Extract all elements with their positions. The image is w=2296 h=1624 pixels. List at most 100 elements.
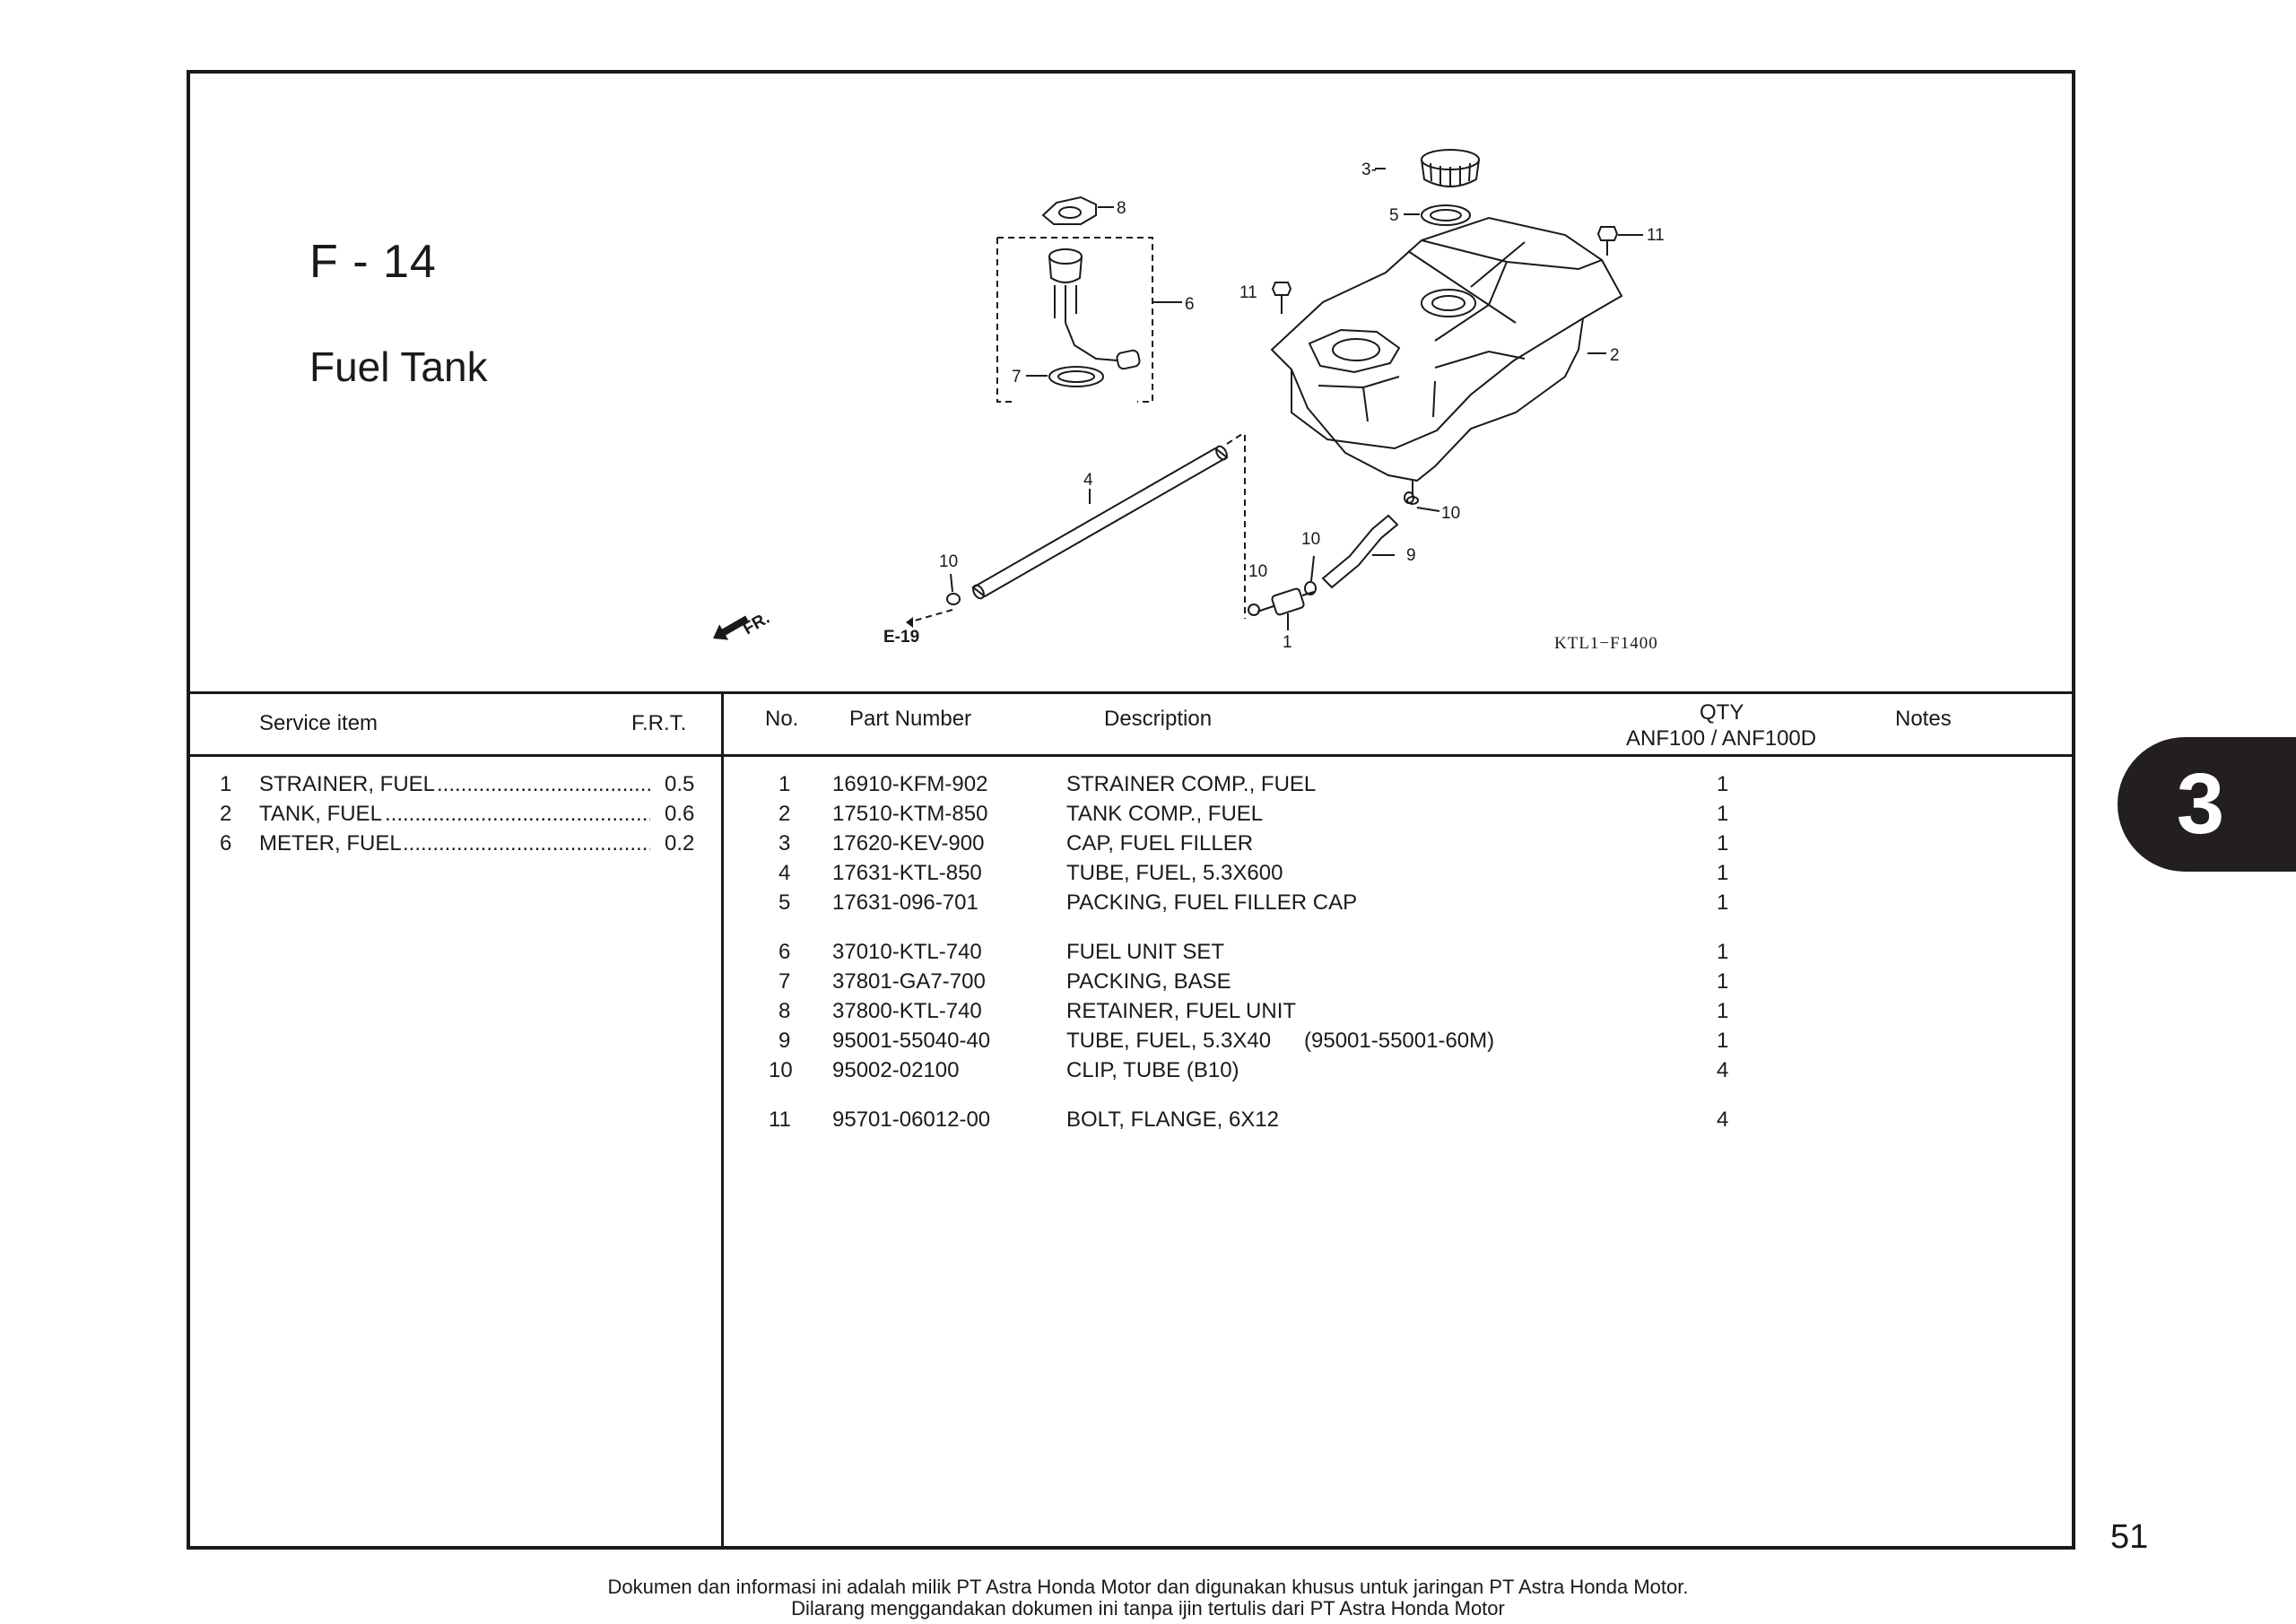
chapter-tab (2118, 737, 2296, 872)
callout-8: 8 (1117, 199, 1126, 218)
figure-title: Fuel Tank (309, 343, 488, 390)
page-number: 51 (2110, 1518, 2149, 1556)
fuel-tank-diagram: 1 2 3- 4 5 6 7 8 9 10 10 10 10 11 11 FR.… (713, 149, 1665, 652)
fuel-unit-retainer-part (1041, 195, 1097, 225)
part-qty: 1 (1717, 940, 1729, 964)
part-qty: 4 (1717, 1058, 1729, 1082)
part-no: 9 (778, 1029, 791, 1053)
part-number-header: Part Number (849, 707, 972, 731)
service-no: 6 (220, 831, 232, 855)
callout-10-b: 10 (1248, 562, 1267, 581)
part-number: 37801-GA7-700 (832, 969, 986, 994)
description-header: Description (1104, 707, 1213, 731)
part-qty: 1 (1717, 831, 1729, 855)
part-qty: 1 (1717, 802, 1729, 826)
callout-10-c: 10 (1301, 530, 1320, 549)
table-top-rule (187, 691, 2075, 694)
base-packing-part (1048, 366, 1104, 387)
part-description: PACKING, BASE (1066, 969, 1231, 994)
table-divider (721, 691, 724, 1550)
service-leader-dots: ........................................… (385, 802, 650, 826)
table-header-rule (187, 754, 2075, 757)
part-no: 7 (778, 969, 791, 994)
part-number: 95001-55040-40 (832, 1029, 991, 1053)
part-description: STRAINER COMP., FUEL (1066, 772, 1317, 796)
callout-9: 9 (1406, 546, 1416, 565)
callout-2: 2 (1610, 346, 1620, 365)
footer-line-2: Dilarang menggandakan dokumen ini tanpa … (791, 1597, 1505, 1620)
part-no: 5 (778, 890, 791, 915)
fuel-strainer-part (1257, 587, 1315, 616)
service-leader-dots: ........................................… (403, 831, 650, 855)
part-number: 17510-KTM-850 (832, 802, 988, 826)
service-no: 1 (220, 772, 232, 796)
part-no: 1 (778, 772, 791, 796)
fuel-cap-part (1421, 149, 1480, 187)
part-description: CAP, FUEL FILLER (1066, 831, 1254, 855)
flange-bolt-right-part (1596, 226, 1619, 256)
frt-header: F.R.T. (631, 711, 687, 735)
part-no: 6 (778, 940, 791, 964)
no-header: No. (765, 707, 799, 731)
fuel-unit-part (1048, 248, 1141, 370)
part-number: 37010-KTL-740 (832, 940, 982, 964)
page-frame (187, 70, 2075, 1550)
part-qty: 1 (1717, 772, 1729, 796)
service-item-header: Service item (259, 711, 378, 735)
part-description: TUBE, FUEL, 5.3X600 (1066, 861, 1283, 885)
diagram-code: KTL1−F1400 (1554, 634, 1658, 653)
part-no: 2 (778, 802, 791, 826)
service-name: STRAINER, FUEL (259, 772, 436, 796)
part-description: RETAINER, FUEL UNIT (1066, 999, 1297, 1023)
callout-11-b: 11 (1647, 226, 1665, 245)
part-description: BOLT, FLANGE, 6X12 (1066, 1107, 1279, 1132)
front-label: FR. (740, 609, 773, 638)
part-number: 37800-KTL-740 (832, 999, 982, 1023)
part-number: 95002-02100 (832, 1058, 960, 1082)
part-number: 17620-KEV-900 (832, 831, 985, 855)
long-fuel-tube-part (971, 445, 1229, 600)
footer-line-1: Dokumen dan informasi ini adalah milik P… (607, 1576, 1689, 1598)
part-no: 3 (778, 831, 791, 855)
callout-10-d: 10 (1441, 504, 1460, 523)
part-qty: 1 (1717, 1029, 1729, 1053)
part-description: PACKING, FUEL FILLER CAP (1066, 890, 1358, 915)
filler-cap-packing-part (1421, 204, 1471, 226)
service-no: 2 (220, 802, 232, 826)
service-leader-dots: ........................................… (437, 772, 650, 796)
chapter-number: 3 (2176, 756, 2225, 852)
part-qty: 1 (1717, 999, 1729, 1023)
tube-clip-parts (946, 491, 1414, 616)
part-qty: 1 (1717, 890, 1729, 915)
e19-reference-arrow (906, 617, 913, 628)
part-description: TANK COMP., FUEL (1066, 802, 1264, 826)
service-name: TANK, FUEL (259, 802, 382, 826)
notes-header: Notes (1895, 707, 1952, 731)
callout-6: 6 (1185, 295, 1195, 314)
part-description: CLIP, TUBE (B10) (1066, 1058, 1239, 1082)
part-qty: 1 (1717, 861, 1729, 885)
front-direction-arrow (713, 615, 750, 640)
part-description: FUEL UNIT SET (1066, 940, 1225, 964)
e19-label: E-19 (883, 628, 919, 647)
callout-3: 3- (1361, 161, 1377, 179)
callout-10-a: 10 (939, 552, 958, 571)
short-fuel-tube-part (1321, 514, 1399, 589)
service-frt: 0.6 (665, 802, 695, 826)
part-number: 95701-06012-00 (832, 1107, 991, 1132)
part-qty: 1 (1717, 969, 1729, 994)
callout-7: 7 (1012, 368, 1022, 386)
callout-5: 5 (1389, 206, 1399, 225)
qty-models-header: ANF100 / ANF100D (1626, 726, 1817, 751)
fuel-tank-part (1270, 216, 1623, 505)
part-number: 17631-096-701 (832, 890, 978, 915)
part-alternate-number: (95001-55001-60M) (1304, 1029, 1495, 1053)
figure-code: F - 14 (309, 236, 437, 288)
callout-4: 4 (1083, 471, 1093, 490)
part-description: TUBE, FUEL, 5.3X40 (1066, 1029, 1272, 1053)
service-frt: 0.2 (665, 831, 695, 855)
flange-bolt-left-part (1271, 282, 1292, 314)
service-frt: 0.5 (665, 772, 695, 796)
part-qty: 4 (1717, 1107, 1729, 1132)
part-no: 11 (769, 1107, 791, 1132)
